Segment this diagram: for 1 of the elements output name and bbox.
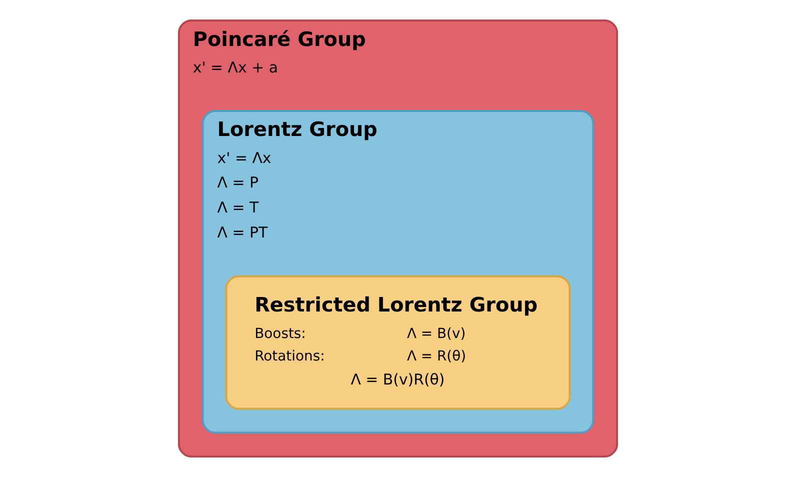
- node-box: Restricted Lorentz Group Boosts: Λ = B(v) Rotations: Λ = R(θ) Λ = B(v)R(θ): [224, 275, 570, 410]
